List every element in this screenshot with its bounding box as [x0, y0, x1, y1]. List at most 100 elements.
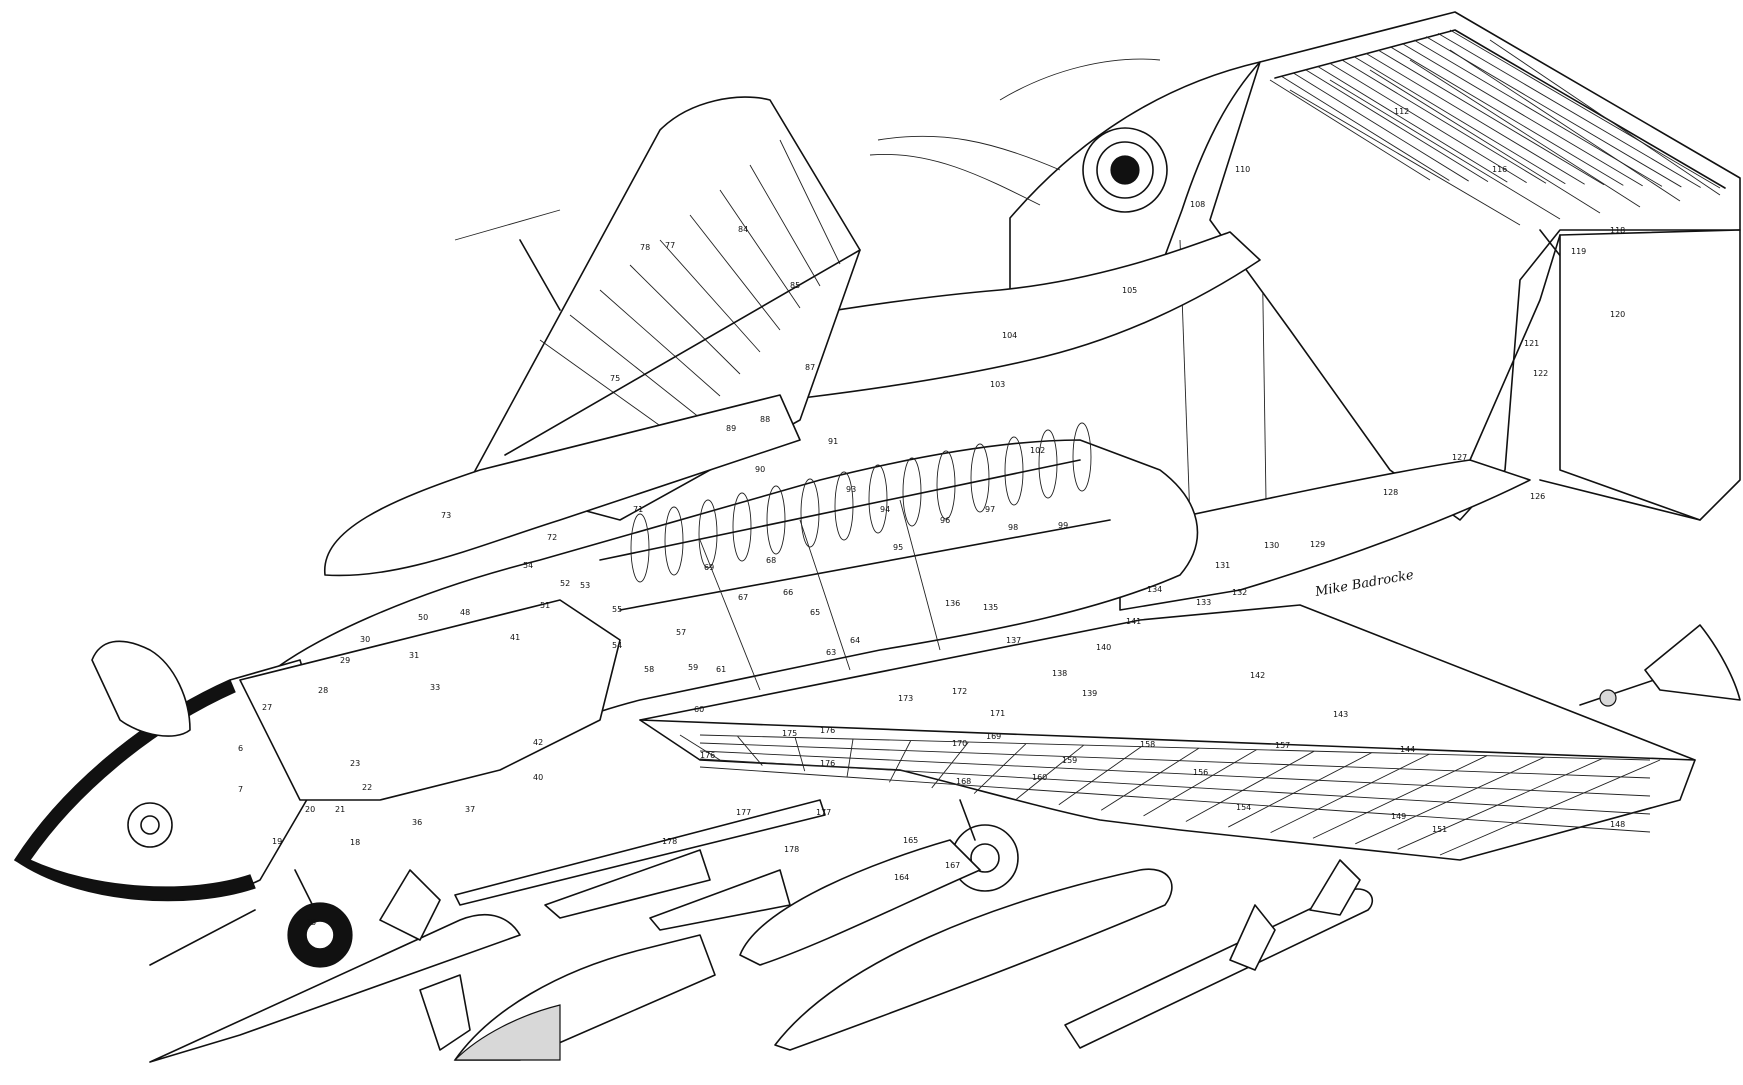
callout-number: 141 [1126, 617, 1141, 626]
canopy-label: F23 [343, 722, 360, 732]
callout-number: 137 [1006, 636, 1021, 645]
callout-number: 23 [350, 759, 360, 768]
tail-fin [869, 58, 1267, 521]
callout-number: 19 [272, 837, 282, 846]
callout-number: 60 [694, 705, 704, 714]
callout-number: 126 [1530, 492, 1545, 501]
callout-number: 176 [820, 759, 835, 768]
upper-tank [324, 394, 801, 577]
callout-number: 143 [1333, 710, 1348, 719]
callout-number: 40 [533, 773, 543, 782]
callout-number: 29 [340, 656, 350, 665]
callout-number: 176 [820, 726, 835, 735]
callout-number: 132 [1232, 588, 1247, 597]
callout-number: 6 [238, 744, 243, 753]
callout-number: 135 [983, 603, 998, 612]
callout-number: 159 [1062, 756, 1077, 765]
callout-number: 178 [784, 845, 799, 854]
callout-number: 36 [412, 818, 422, 827]
callout-number: 67 [738, 593, 748, 602]
callout-number: 28 [318, 686, 328, 695]
callout-number: 148 [1610, 820, 1625, 829]
callout-number: 158 [1140, 740, 1155, 749]
callout-number: 68 [766, 556, 776, 565]
callout-number: 177 [816, 808, 831, 817]
callout-number: 88 [760, 415, 770, 424]
callout-number: 18 [350, 838, 360, 847]
callout-number: 65 [810, 608, 820, 617]
callout-number: 128 [1383, 488, 1398, 497]
callout-number: 171 [990, 709, 1005, 718]
callout-number: 154 [1236, 803, 1251, 812]
callout-number: 41 [510, 633, 520, 642]
callout-number: 50 [418, 613, 428, 622]
callout-number: 53 [580, 581, 590, 590]
callout-number: 52 [560, 579, 570, 588]
callout-number: 120 [1610, 310, 1625, 319]
callout-number: 177 [736, 808, 751, 817]
callout-number: 63 [826, 648, 836, 657]
callout-number: 97 [985, 505, 995, 514]
callout-number: 64 [850, 636, 860, 645]
callout-number: 175 [782, 729, 797, 738]
callout-number: 127 [1452, 453, 1467, 462]
external-stores [149, 799, 1374, 1063]
callout-number: 22 [362, 783, 372, 792]
callout-number: 48 [460, 608, 470, 617]
callout-number: 69 [704, 563, 714, 572]
callout-number: 116 [1492, 165, 1507, 174]
callout-number: 94 [880, 505, 890, 514]
callout-number: 66 [783, 588, 793, 597]
callout-number: 77 [665, 241, 675, 250]
callout-number: 61 [716, 665, 726, 674]
callout-number: 119 [1571, 247, 1586, 256]
callout-number: 7 [238, 785, 243, 794]
callout-number: 30 [360, 635, 370, 644]
callout-number: 156 [1193, 768, 1208, 777]
callout-number: 78 [640, 243, 650, 252]
callout-number: 87 [805, 363, 815, 372]
callout-number: 85 [790, 281, 800, 290]
callout-number: 164 [894, 873, 909, 882]
callout-number: 54 [523, 561, 533, 570]
callout-number: 144 [1400, 745, 1415, 754]
callout-number: 118 [1610, 226, 1625, 235]
callout-number: 112 [1394, 107, 1409, 116]
callout-number: 130 [1264, 541, 1279, 550]
callout-number: 170 [952, 739, 967, 748]
callout-number: 131 [1215, 561, 1230, 570]
callout-number: 57 [676, 628, 686, 637]
refuelling-drogue [1579, 624, 1741, 707]
callout-number: 151 [1432, 825, 1447, 834]
callout-number: 91 [828, 437, 838, 446]
callout-number: 95 [893, 543, 903, 552]
callout-number: 176 [700, 751, 715, 760]
callout-number: 84 [738, 225, 748, 234]
callout-number: 33 [430, 683, 440, 692]
folded-wing-panel [1209, 11, 1741, 521]
callout-number: 37 [465, 805, 475, 814]
callout-number: 178 [662, 837, 677, 846]
callout-number: 110 [1235, 165, 1250, 174]
callout-number: 98 [1008, 523, 1018, 532]
artist-signature: Mike Badrocke [1313, 568, 1415, 600]
callout-number: 108 [1190, 200, 1205, 209]
callout-number: 20 [305, 805, 315, 814]
callout-number: 103 [990, 380, 1005, 389]
callout-number: 93 [846, 485, 856, 494]
callout-number: 165 [903, 836, 918, 845]
callout-number: 51 [540, 601, 550, 610]
callout-number: 54 [612, 641, 622, 650]
callout-number: 58 [644, 665, 654, 674]
callout-number: 167 [945, 861, 960, 870]
callout-number: 55 [612, 605, 622, 614]
callout-number: 102 [1030, 446, 1045, 455]
nose-gear [149, 869, 353, 968]
callout-number: 173 [898, 694, 913, 703]
callout-number: 129 [1310, 540, 1325, 549]
callout-number: 149 [1391, 812, 1406, 821]
callout-number: 157 [1275, 741, 1290, 750]
callout-number: 96 [940, 516, 950, 525]
callout-number: 42 [533, 738, 543, 747]
